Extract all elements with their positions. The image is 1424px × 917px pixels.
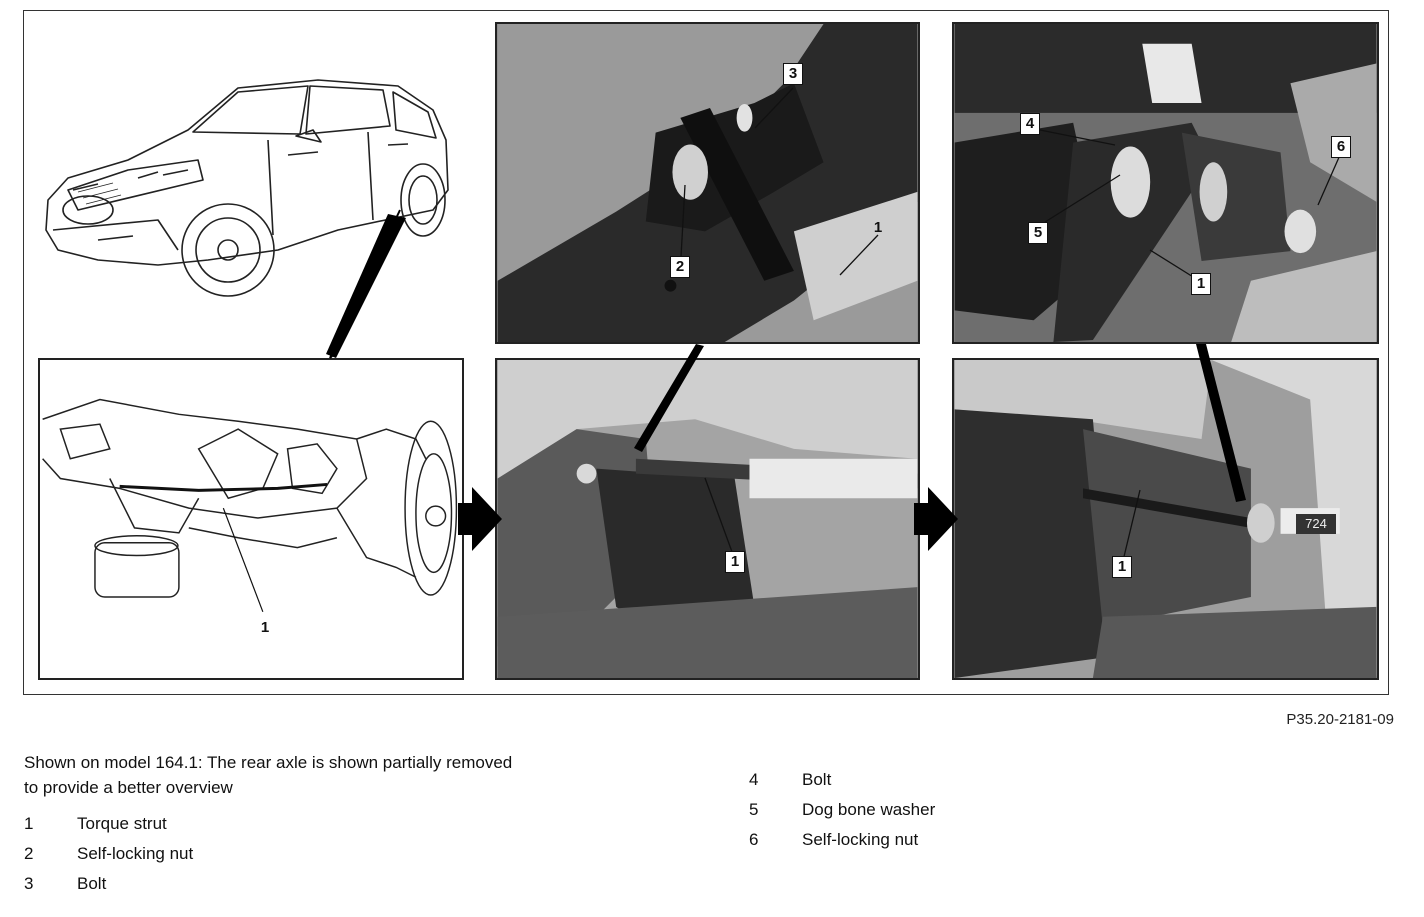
photo-upper-middle [495, 22, 920, 344]
vehicle-illustration [38, 60, 458, 320]
figure-id: P35.20-2181-09 [1286, 711, 1394, 728]
callout-2: 2 [670, 256, 690, 278]
callout-1-lower-right: 1 [1112, 556, 1132, 578]
legend-number: 2 [24, 844, 34, 863]
callout-1-upper-middle: 1 [873, 219, 883, 236]
callout-overview: 1 [260, 619, 270, 636]
legend-label: Bolt [802, 770, 832, 789]
legend-label: Bolt [77, 874, 107, 893]
legend-item: 3 Bolt [24, 869, 193, 899]
legend-item: 6 Self-locking nut [749, 825, 935, 855]
legend-label: Self-locking nut [77, 844, 194, 863]
legend-label: Self-locking nut [802, 830, 919, 849]
legend-number: 1 [24, 814, 34, 833]
arrow-icon [914, 487, 958, 551]
legend-label: Torque strut [77, 814, 167, 833]
legend-left: 1 Torque strut 2 Self-locking nut 3 Bolt [24, 809, 193, 899]
callout-4: 4 [1020, 113, 1040, 135]
photo-upper-right [952, 22, 1379, 344]
legend-item: 5 Dog bone washer [749, 795, 935, 825]
rear-axle-illustration [38, 358, 464, 680]
legend-item: 4 Bolt [749, 765, 935, 795]
photo-lower-middle [495, 358, 920, 680]
callout-5: 5 [1028, 222, 1048, 244]
legend-label: Dog bone washer [802, 800, 936, 819]
legend-number: 5 [749, 800, 759, 819]
legend-number: 4 [749, 770, 759, 789]
legend-item: 2 Self-locking nut [24, 839, 193, 869]
license-tag: 724 [1296, 514, 1336, 534]
legend-number: 3 [24, 874, 34, 893]
legend-number: 6 [749, 830, 759, 849]
callout-1-upper-right: 1 [1191, 273, 1211, 295]
callout-1-lower-middle: 1 [725, 551, 745, 573]
callout-6: 6 [1331, 136, 1351, 158]
legend-item: 1 Torque strut [24, 809, 193, 839]
caption: Shown on model 164.1: The rear axle is s… [24, 753, 513, 797]
legend-right: 4 Bolt 5 Dog bone washer 6 Self-locking … [749, 765, 935, 855]
callout-3: 3 [783, 63, 803, 85]
arrow-icon [458, 487, 502, 551]
